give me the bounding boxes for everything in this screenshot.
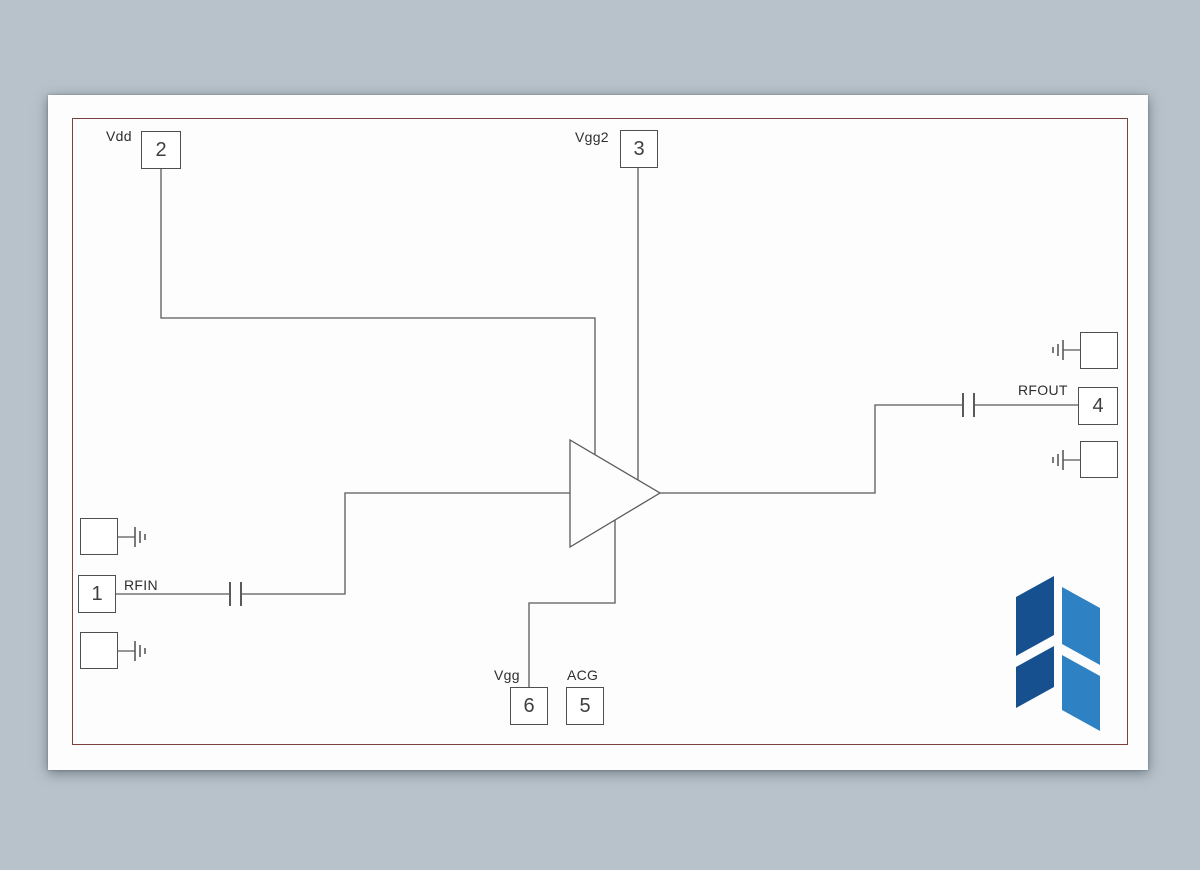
ground-pad xyxy=(1080,441,1118,478)
ground-icon xyxy=(1052,340,1080,360)
label-vgg2: Vgg2 xyxy=(575,129,609,145)
pad-number: 6 xyxy=(523,694,535,717)
wire-vdd xyxy=(160,169,596,455)
pad-number: 4 xyxy=(1092,394,1104,417)
ground-icon xyxy=(118,641,146,661)
ground-icon xyxy=(118,527,146,547)
ground-pad xyxy=(80,518,118,555)
capacitor-icon xyxy=(229,582,242,606)
schematic-graphics xyxy=(116,168,1080,687)
ground-pad xyxy=(80,632,118,669)
pad-rfout: 4 xyxy=(1078,387,1118,425)
label-acg: ACG xyxy=(567,667,599,683)
ground-icon xyxy=(1052,450,1080,470)
label-rfin: RFIN xyxy=(124,577,158,593)
logo-shape-light-top xyxy=(1062,587,1100,665)
company-logo xyxy=(1016,576,1100,731)
pad-vdd: 2 xyxy=(141,131,181,169)
pad-number: 5 xyxy=(579,694,591,717)
schematic-sheet: 2 3 4 1 6 5 Vdd Vgg2 RFOUT RFIN Vgg ACG xyxy=(48,95,1148,770)
label-vgg: Vgg xyxy=(494,667,520,683)
pad-acg: 5 xyxy=(566,687,604,725)
wire-rfout-a xyxy=(660,404,962,494)
logo-shape-dark-top xyxy=(1016,576,1054,656)
amplifier-triangle-icon xyxy=(569,438,662,549)
wire-vgg xyxy=(528,520,616,687)
pad-vgg: 6 xyxy=(510,687,548,725)
pad-number: 3 xyxy=(633,137,645,160)
logo-shape-light-bottom xyxy=(1062,655,1100,731)
label-rfout: RFOUT xyxy=(1018,382,1068,398)
pad-rfin: 1 xyxy=(78,575,116,613)
ground-pad xyxy=(1080,332,1118,369)
wire-rfin-b xyxy=(242,492,570,595)
pad-number: 1 xyxy=(91,582,103,605)
logo-shape-dark-bottom xyxy=(1016,646,1054,708)
label-vdd: Vdd xyxy=(106,128,132,144)
pad-number: 2 xyxy=(155,138,167,161)
capacitor-icon xyxy=(962,393,975,417)
pad-vgg2: 3 xyxy=(620,130,658,168)
